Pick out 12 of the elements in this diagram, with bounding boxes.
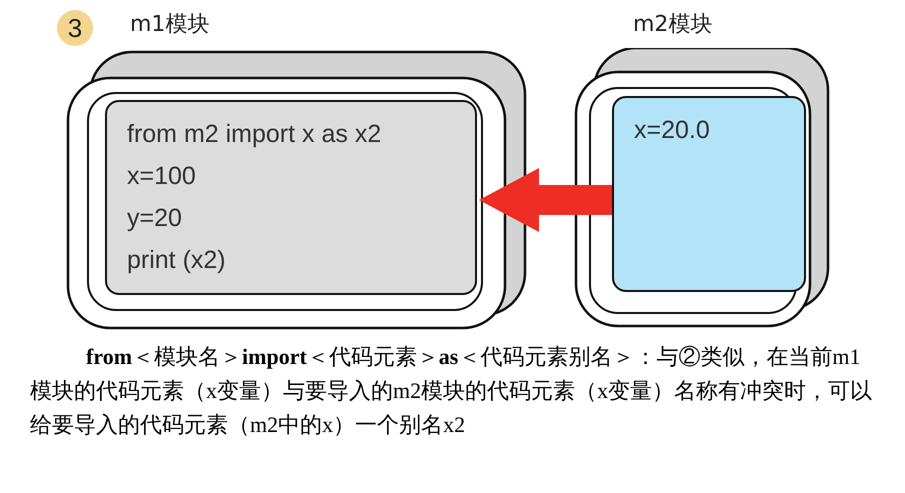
code-line: y=20 xyxy=(127,203,183,234)
arrow xyxy=(479,168,612,232)
module-title: m1模块 xyxy=(130,11,210,39)
code-line: print (x2) xyxy=(127,245,227,276)
step-number-badge: 3 xyxy=(57,10,93,46)
module-title: m2模块 xyxy=(633,11,712,39)
code-box xyxy=(105,100,477,295)
code-line: x=100 xyxy=(127,161,197,192)
code-box xyxy=(612,96,806,292)
code-line: from m2 import x as x2 xyxy=(127,119,382,150)
description-paragraph: from＜模块名＞import＜代码元素＞as＜代码元素别名＞：与②类似，在当前m1模块的代码元素（x变量）与要导入的m2模块的代码元素（x变量）名称有冲突时，可以给要导入的代码元素（m2中的x）一个别名x2 xyxy=(30,343,874,439)
code-line: x=20.0 xyxy=(634,115,711,146)
